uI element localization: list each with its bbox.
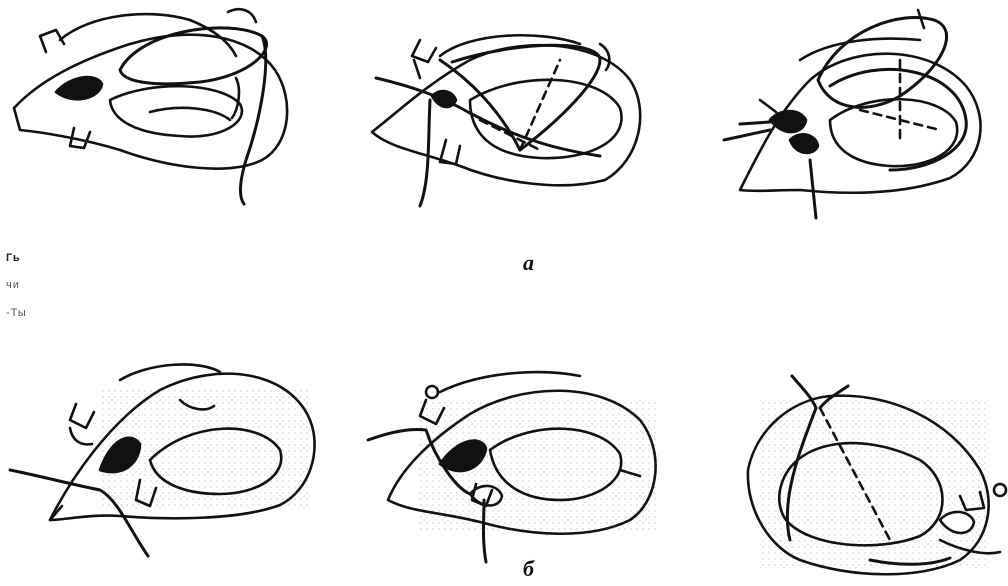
illustration-a2	[372, 35, 640, 206]
illustration-b2	[368, 372, 660, 562]
margin-fragment-2: чи	[6, 280, 20, 291]
panel-label-b: б	[523, 558, 534, 580]
panel-label-a: а	[523, 252, 534, 274]
margin-fragment-3: -Ты	[6, 308, 27, 319]
illustration-a3	[724, 10, 981, 218]
illustration-a1	[14, 9, 287, 204]
illustration-b3	[748, 376, 1006, 574]
margin-fragment-1: Гь	[6, 253, 21, 264]
illustration-b1	[10, 364, 315, 556]
